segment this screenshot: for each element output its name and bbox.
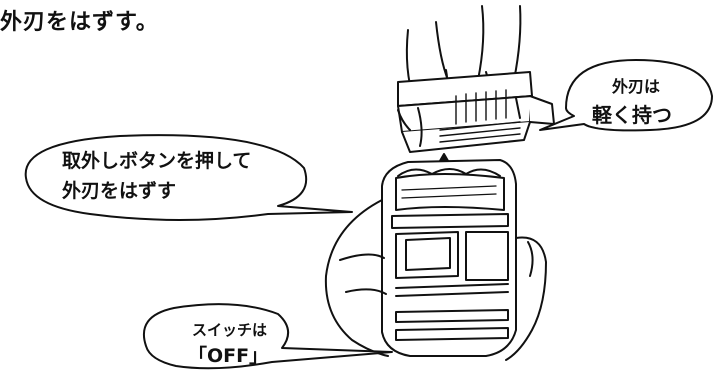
callout-release-line2: 外刃をはずす [62, 180, 177, 202]
callout-switch-line1: スイッチは [192, 321, 268, 339]
lower-hand-illustration [324, 199, 547, 361]
callout-switch-line2: 「OFF」 [188, 345, 269, 367]
speech-bubble-switch [143, 303, 393, 370]
shaver-body [381, 159, 517, 357]
callout-release-line1: 取外しボタンを押して [62, 150, 252, 172]
callout-hold-line2: 軽く持つ [592, 103, 672, 127]
speech-bubble-release [24, 134, 353, 221]
callout-hold-line1: 外刃は [612, 77, 661, 96]
speech-bubble-hold [539, 59, 713, 132]
outer-foil-unit [397, 71, 555, 153]
instruction-heading: 外刃をはずす。 [0, 10, 159, 35]
